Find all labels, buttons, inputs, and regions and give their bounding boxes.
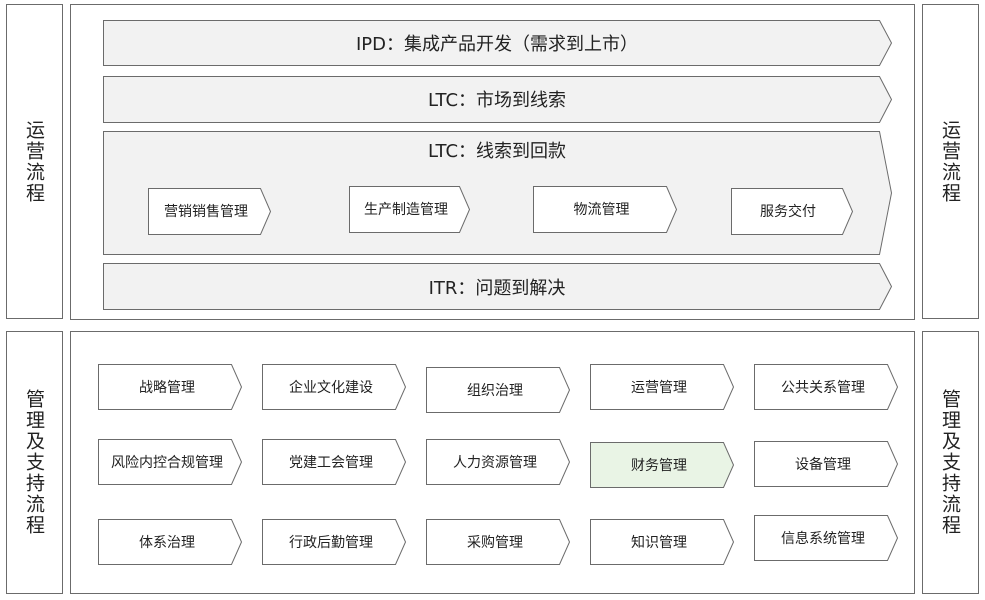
ops-right-panel	[922, 4, 979, 319]
support-item-culture: 企业文化建设	[289, 379, 373, 396]
ltc-step-marketing-sales: 营销销售管理	[164, 204, 248, 220]
support-item-hr: 人力资源管理	[453, 455, 537, 471]
support-right-label: 管理及支持流程	[939, 389, 961, 536]
support-box-0-0	[98, 364, 243, 410]
ops-right-label: 运营流程	[939, 119, 961, 204]
support-item-finance: 财务管理	[631, 458, 687, 474]
support-item-public-relations: 公共关系管理	[781, 379, 865, 396]
support-item-equipment: 设备管理	[795, 457, 851, 473]
support-item-admin-logistics: 行政后勤管理	[289, 534, 373, 551]
support-box-1-1	[262, 439, 407, 485]
support-item-operations: 运营管理	[631, 379, 687, 396]
support-left-panel	[6, 331, 63, 594]
ipd-flow-arrow	[103, 20, 893, 66]
support-box-0-3	[590, 364, 735, 410]
itr-flow-arrow	[103, 263, 893, 310]
ltc-step-logistics: 物流管理	[573, 202, 630, 218]
support-box-2-1	[262, 519, 407, 565]
ltc-step-service-delivery: 服务交付	[760, 204, 816, 220]
ops-left-label: 运营流程	[23, 119, 45, 204]
ltc-step-manufacturing: 生产制造管理	[364, 202, 448, 218]
support-box-2-2	[426, 519, 571, 565]
support-left-label: 管理及支持流程	[23, 389, 45, 536]
ltc-step-service-delivery-arrow	[731, 188, 854, 235]
support-box-2-0	[98, 519, 243, 565]
ops-left-panel	[6, 4, 63, 319]
support-box-0-2	[426, 367, 571, 413]
support-item-info-systems: 信息系统管理	[781, 530, 865, 547]
support-item-procurement: 采购管理	[467, 534, 523, 551]
ltc-step-logistics-arrow	[533, 186, 678, 233]
support-box-0-1	[262, 364, 407, 410]
support-item-risk-compliance: 风险内控合规管理	[111, 455, 223, 471]
support-box-0-4	[754, 364, 899, 410]
ltc-step-manufacturing-arrow	[349, 186, 471, 233]
support-item-knowledge: 知识管理	[631, 534, 687, 551]
ltc-cash-flow-arrow	[103, 131, 893, 255]
support-item-system-governance: 体系治理	[139, 534, 195, 551]
support-item-org-governance: 组织治理	[467, 382, 523, 399]
ipd-flow-label: IPD：集成产品开发（需求到上市）	[355, 33, 639, 55]
support-item-party-union: 党建工会管理	[289, 455, 373, 471]
itr-flow-label: ITR：问题到解决	[428, 277, 566, 299]
support-box-2-4	[754, 515, 899, 561]
support-box-1-4	[754, 441, 899, 487]
support-box-2-3	[590, 519, 735, 565]
ltc-cash-flow-label: LTC：线索到回款	[427, 141, 567, 162]
support-item-strategy: 战略管理	[139, 379, 195, 396]
support-right-panel	[922, 331, 979, 594]
ltc-market-flow-label: LTC：市场到线索	[427, 90, 567, 111]
ltc-market-flow-arrow	[103, 76, 893, 123]
ltc-step-marketing-sales-arrow	[148, 188, 272, 235]
support-box-1-2	[426, 439, 571, 485]
support-box-1-3	[590, 442, 735, 488]
support-box-1-0	[98, 439, 243, 485]
